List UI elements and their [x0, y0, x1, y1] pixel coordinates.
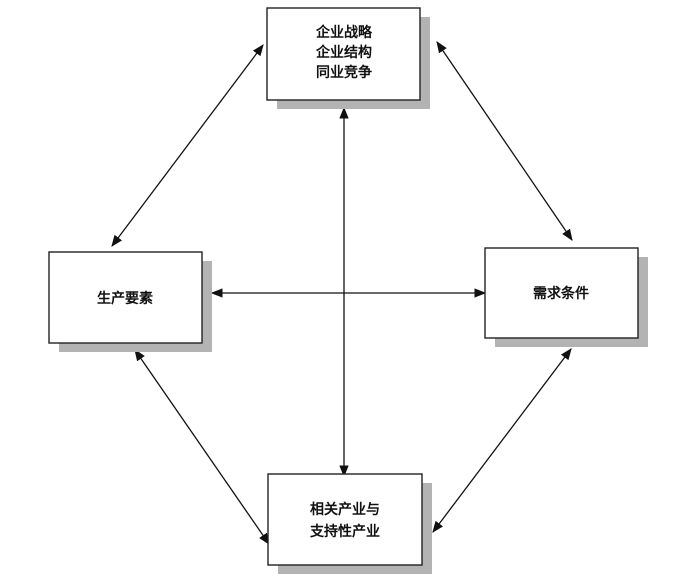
node-related-box [267, 473, 423, 566]
arrow-demand-related [432, 348, 572, 533]
node-related-line-2: 支持性产业 [309, 523, 380, 540]
node-strategy-line-1: 企业战略 [315, 24, 373, 41]
node-strategy-line-2: 企业结构 [315, 44, 372, 61]
connector-lines [111, 41, 573, 545]
arrow-factor-related [134, 349, 270, 545]
node-strategy-line-3: 同业竞争 [316, 64, 372, 81]
node-factor: 生产要素 [48, 251, 212, 352]
arrow-strategy-demand [436, 41, 573, 241]
arrow-strategy-factor [111, 44, 264, 247]
node-strategy: 企业战略 企业结构 同业竞争 [266, 7, 430, 109]
node-demand-box [484, 247, 639, 339]
node-demand: 需求条件 [484, 247, 648, 347]
node-factor-box [48, 251, 203, 344]
node-demand-line-1: 需求条件 [533, 285, 589, 302]
node-strategy-box [266, 7, 421, 101]
node-related-line-1: 相关产业与 [310, 501, 380, 518]
node-factor-line-1: 生产要素 [97, 290, 153, 307]
node-related: 相关产业与 支持性产业 [267, 473, 432, 574]
